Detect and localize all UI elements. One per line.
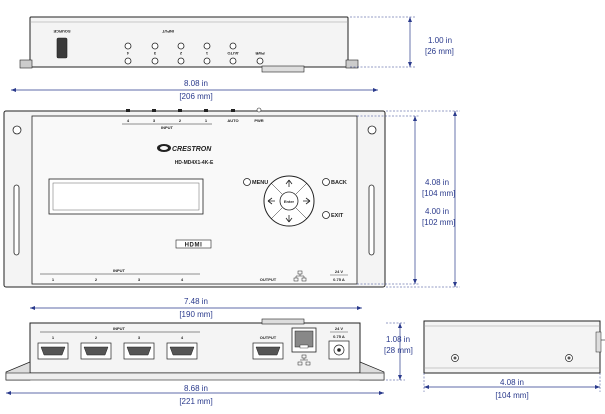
top-led-label-3: 3 xyxy=(153,51,156,56)
back-button[interactable] xyxy=(322,178,330,186)
front-led-label-1: 1 xyxy=(205,118,208,123)
rear-view: INPUT 1 2 3 4 OUTPUT xyxy=(5,318,385,381)
dim-side-depth: 4.08 in [104 mm] xyxy=(423,373,601,400)
front-led-label-3: 3 xyxy=(153,118,156,123)
dim-top-height-mm: [26 mm] xyxy=(425,47,454,56)
top-auto-label: AUTO xyxy=(227,51,238,56)
front-power-rating: 24 V xyxy=(335,269,344,274)
top-input-label: INPUT xyxy=(161,29,174,34)
model-number: HD-MD4X1-4K-E xyxy=(175,160,214,166)
dim-rear-inner-mm: [190 mm] xyxy=(179,310,212,319)
dim-rear-inner-in: 7.48 in xyxy=(184,297,208,306)
dim-front-inner-in: 4.00 in xyxy=(425,207,449,216)
menu-label: MENU xyxy=(252,180,268,186)
arrow-up-icon[interactable] xyxy=(285,179,293,187)
rear-power-rating: 24 V xyxy=(335,326,344,331)
rear-output-label: OUTPUT xyxy=(260,335,277,340)
dim-rear-height-mm: [28 mm] xyxy=(384,346,413,355)
mount-hole-icon xyxy=(12,125,22,135)
power-jack xyxy=(328,340,350,360)
dim-side-depth-in: 4.08 in xyxy=(500,378,524,387)
back-label: BACK xyxy=(331,180,347,186)
front-output-label: OUTPUT xyxy=(260,277,277,282)
dim-rear-outer-in: 8.68 in xyxy=(184,384,208,393)
hdmi-input-port-2 xyxy=(80,342,112,360)
top-led-label-2: 2 xyxy=(179,51,182,56)
mount-hole-icon xyxy=(367,125,377,135)
side-view xyxy=(423,320,605,374)
top-view-chassis xyxy=(29,16,349,68)
hdmi-logo-text: HDMI xyxy=(185,243,203,249)
network-icon xyxy=(297,354,311,366)
rear-current-rating: 0.75 A xyxy=(333,334,345,339)
top-pwr-label: PWR xyxy=(255,51,264,56)
dim-front-outer-in: 4.08 in xyxy=(425,178,449,187)
arrow-down-icon[interactable] xyxy=(285,215,293,223)
dim-front-depth: 4.00 in [102 mm] 4.08 in [104 mm] xyxy=(357,110,460,288)
dim-top-height: 1.00 in [26 mm] xyxy=(350,16,454,68)
front-view: 4 3 2 1 AUTO PWR INPUT CRESTRON HD-MD4X1… xyxy=(3,107,386,288)
dim-front-inner-mm: [102 mm] xyxy=(422,218,455,227)
bottom-input-number-4: 4 xyxy=(181,277,184,282)
dim-rear-width-inner: 7.48 in [190 mm] xyxy=(30,297,362,319)
front-current-rating: 0.75 A xyxy=(333,277,345,282)
dim-top-height-in: 1.00 in xyxy=(428,36,452,45)
dim-front-outer-mm: [104 mm] xyxy=(422,189,455,198)
rear-port-number-3: 3 xyxy=(138,335,141,340)
dim-top-width-in: 8.08 in xyxy=(184,79,208,88)
rear-port-number-4: 4 xyxy=(181,335,184,340)
top-led-label-4: 4 xyxy=(126,51,129,56)
arrow-right-icon[interactable] xyxy=(303,197,311,205)
brand-text: CRESTRON xyxy=(172,146,212,153)
hdmi-logo: HDMI xyxy=(175,239,212,249)
hdmi-input-port-3 xyxy=(123,342,155,360)
front-auto-label: AUTO xyxy=(227,118,238,123)
enter-label: Enter xyxy=(284,199,295,204)
mount-slot-icon xyxy=(13,184,20,256)
bottom-input-number-1: 1 xyxy=(52,277,55,282)
exit-button[interactable] xyxy=(322,211,330,219)
rear-port-number-1: 1 xyxy=(52,335,55,340)
bottom-input-number-3: 3 xyxy=(138,277,141,282)
crestron-logo: CRESTRON xyxy=(157,144,212,153)
source-button xyxy=(56,37,68,59)
dim-rear-width-outer: 8.68 in [221 mm] xyxy=(6,384,384,406)
hdmi-output-port xyxy=(252,342,284,360)
network-icon xyxy=(293,270,307,282)
hdmi-input-port-1 xyxy=(37,342,69,360)
mount-slot-icon xyxy=(368,184,375,256)
arrow-left-icon[interactable] xyxy=(267,197,275,205)
side-chassis xyxy=(423,320,601,374)
hdmi-input-port-4 xyxy=(166,342,198,360)
dim-rear-height-in: 1.08 in xyxy=(386,335,410,344)
rear-input-label: INPUT xyxy=(113,326,126,331)
top-view: SOURCE INPUT 4 3 2 1 AUTO PWR xyxy=(19,16,359,73)
dim-rear-height: 1.08 in [28 mm] xyxy=(384,322,413,381)
front-led-label-2: 2 xyxy=(179,118,182,123)
enter-button[interactable] xyxy=(279,191,299,211)
dim-top-width-mm: [206 mm] xyxy=(179,92,212,101)
exit-label: EXIT xyxy=(331,213,344,219)
dim-top-width: 8.08 in [206 mm] xyxy=(11,79,378,101)
rear-port-number-2: 2 xyxy=(95,335,98,340)
dim-rear-outer-mm: [221 mm] xyxy=(179,397,212,406)
bottom-input-label: INPUT xyxy=(113,268,126,273)
bottom-input-number-2: 2 xyxy=(95,277,98,282)
front-pwr-label: PWR xyxy=(254,118,263,123)
menu-button[interactable] xyxy=(243,178,251,186)
source-label: SOURCE xyxy=(53,29,70,34)
top-led-label-1: 1 xyxy=(205,51,208,56)
ethernet-port xyxy=(291,327,317,353)
front-led-label-4: 4 xyxy=(127,118,130,123)
front-input-label: INPUT xyxy=(161,125,174,130)
dim-side-depth-mm: [104 mm] xyxy=(495,391,528,400)
navigation-pad: Enter xyxy=(263,175,315,227)
